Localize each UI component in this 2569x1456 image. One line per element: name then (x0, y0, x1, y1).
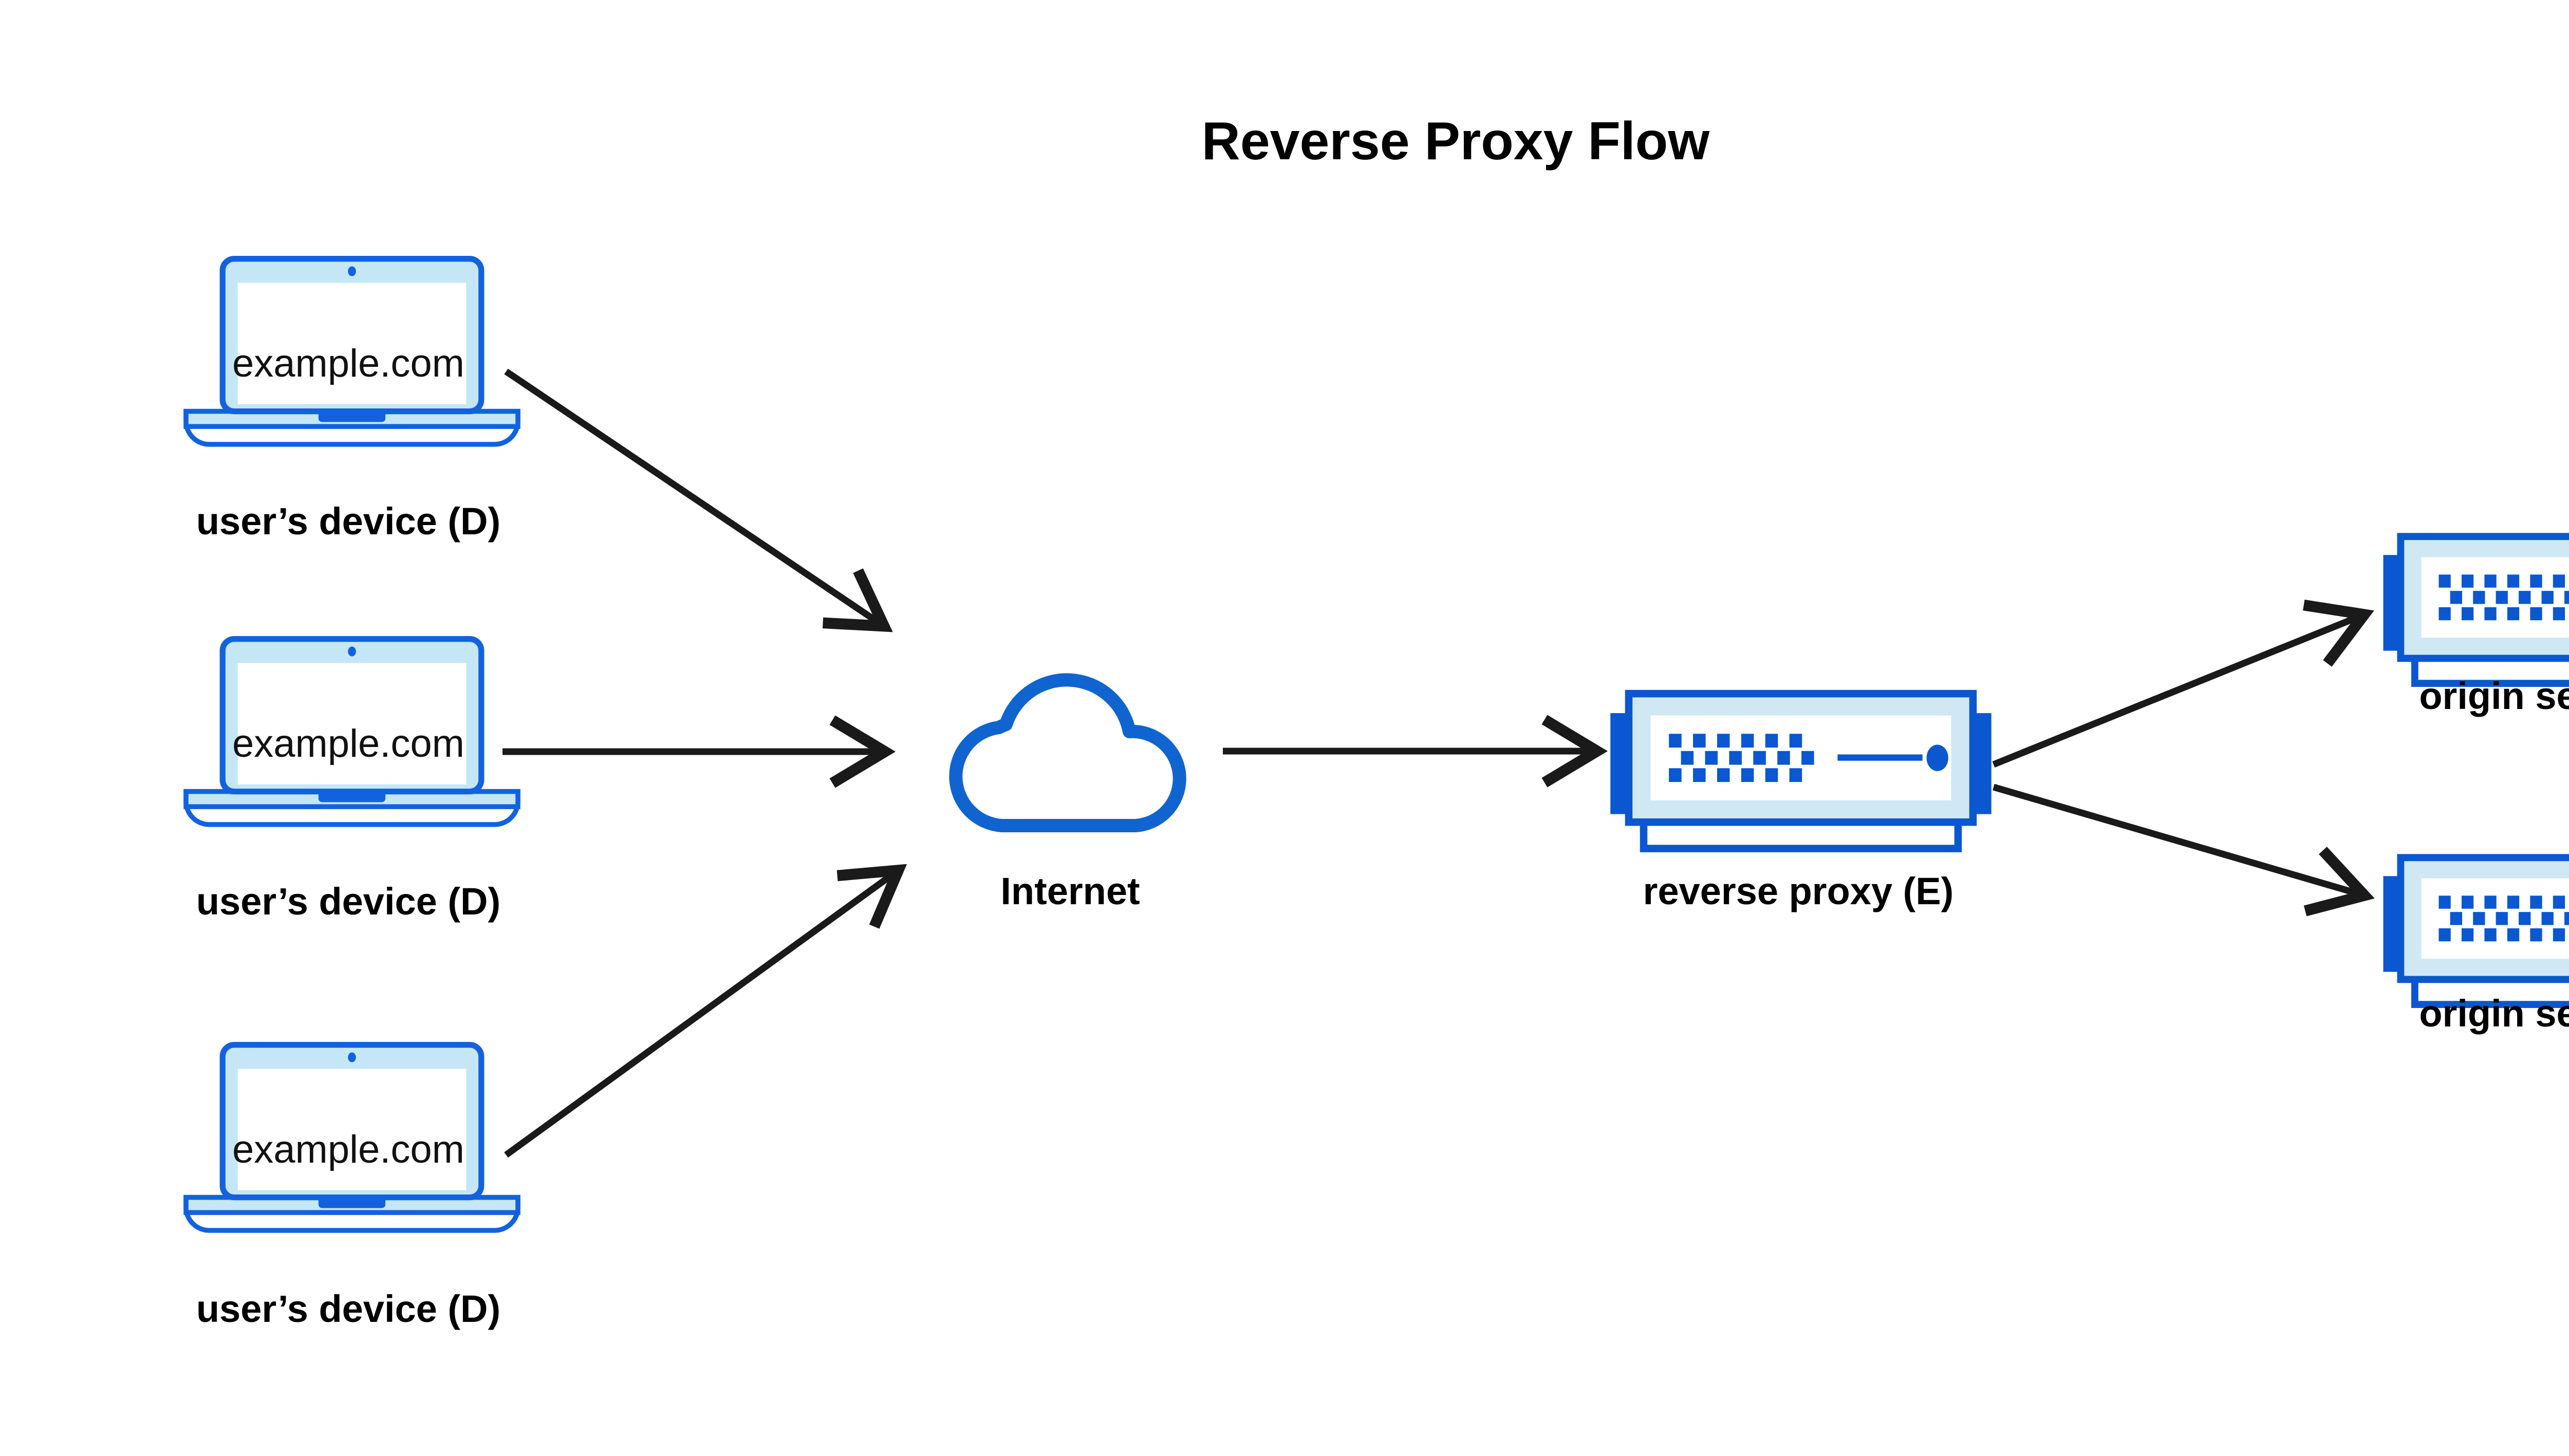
node-label-user-device-top: user’s device (D) (196, 500, 500, 543)
arrow-reverse-proxy-to-origin-top (1992, 617, 2359, 768)
page-title: Reverse Proxy Flow (1202, 111, 1710, 171)
node-user-device-bottom[interactable]: example.com user’s device (D) (186, 1045, 518, 1330)
device-screen-text: example.com (232, 342, 464, 385)
node-origin-server-top[interactable]: origin server (F) (2383, 536, 2569, 717)
node-label-reverse-proxy: reverse proxy (E) (1643, 870, 1954, 912)
device-screen-text: example.com (232, 1128, 464, 1171)
node-user-device-top[interactable]: example.com user’s device (D) (186, 259, 518, 543)
node-user-device-middle[interactable]: example.com user’s device (D) (186, 639, 518, 923)
device-screen-text: example.com (232, 722, 464, 766)
arrow-reverse-proxy-to-origin-bottom (1993, 783, 2359, 894)
node-label-origin-server-bottom: origin server (F) (2419, 992, 2569, 1035)
node-internet-cloud[interactable]: Internet (956, 680, 1179, 912)
server-icon (2383, 857, 2569, 1004)
node-label-user-device-bottom: user’s device (D) (196, 1287, 500, 1330)
cloud-icon (956, 680, 1179, 826)
server-icon (2383, 536, 2569, 683)
arrow-device-bottom-to-internet (504, 873, 894, 1158)
node-label-user-device-middle: user’s device (D) (196, 880, 500, 923)
node-label-origin-server-top: origin server (F) (2419, 675, 2569, 717)
node-reverse-proxy[interactable]: reverse proxy (E) (1610, 694, 1991, 912)
node-label-internet: Internet (1000, 870, 1140, 912)
node-origin-server-bottom[interactable]: origin server (F) (2383, 857, 2569, 1035)
server-icon (1610, 694, 1991, 849)
connection-arrows (502, 368, 2359, 1158)
arrow-device-top-to-internet (504, 368, 880, 623)
